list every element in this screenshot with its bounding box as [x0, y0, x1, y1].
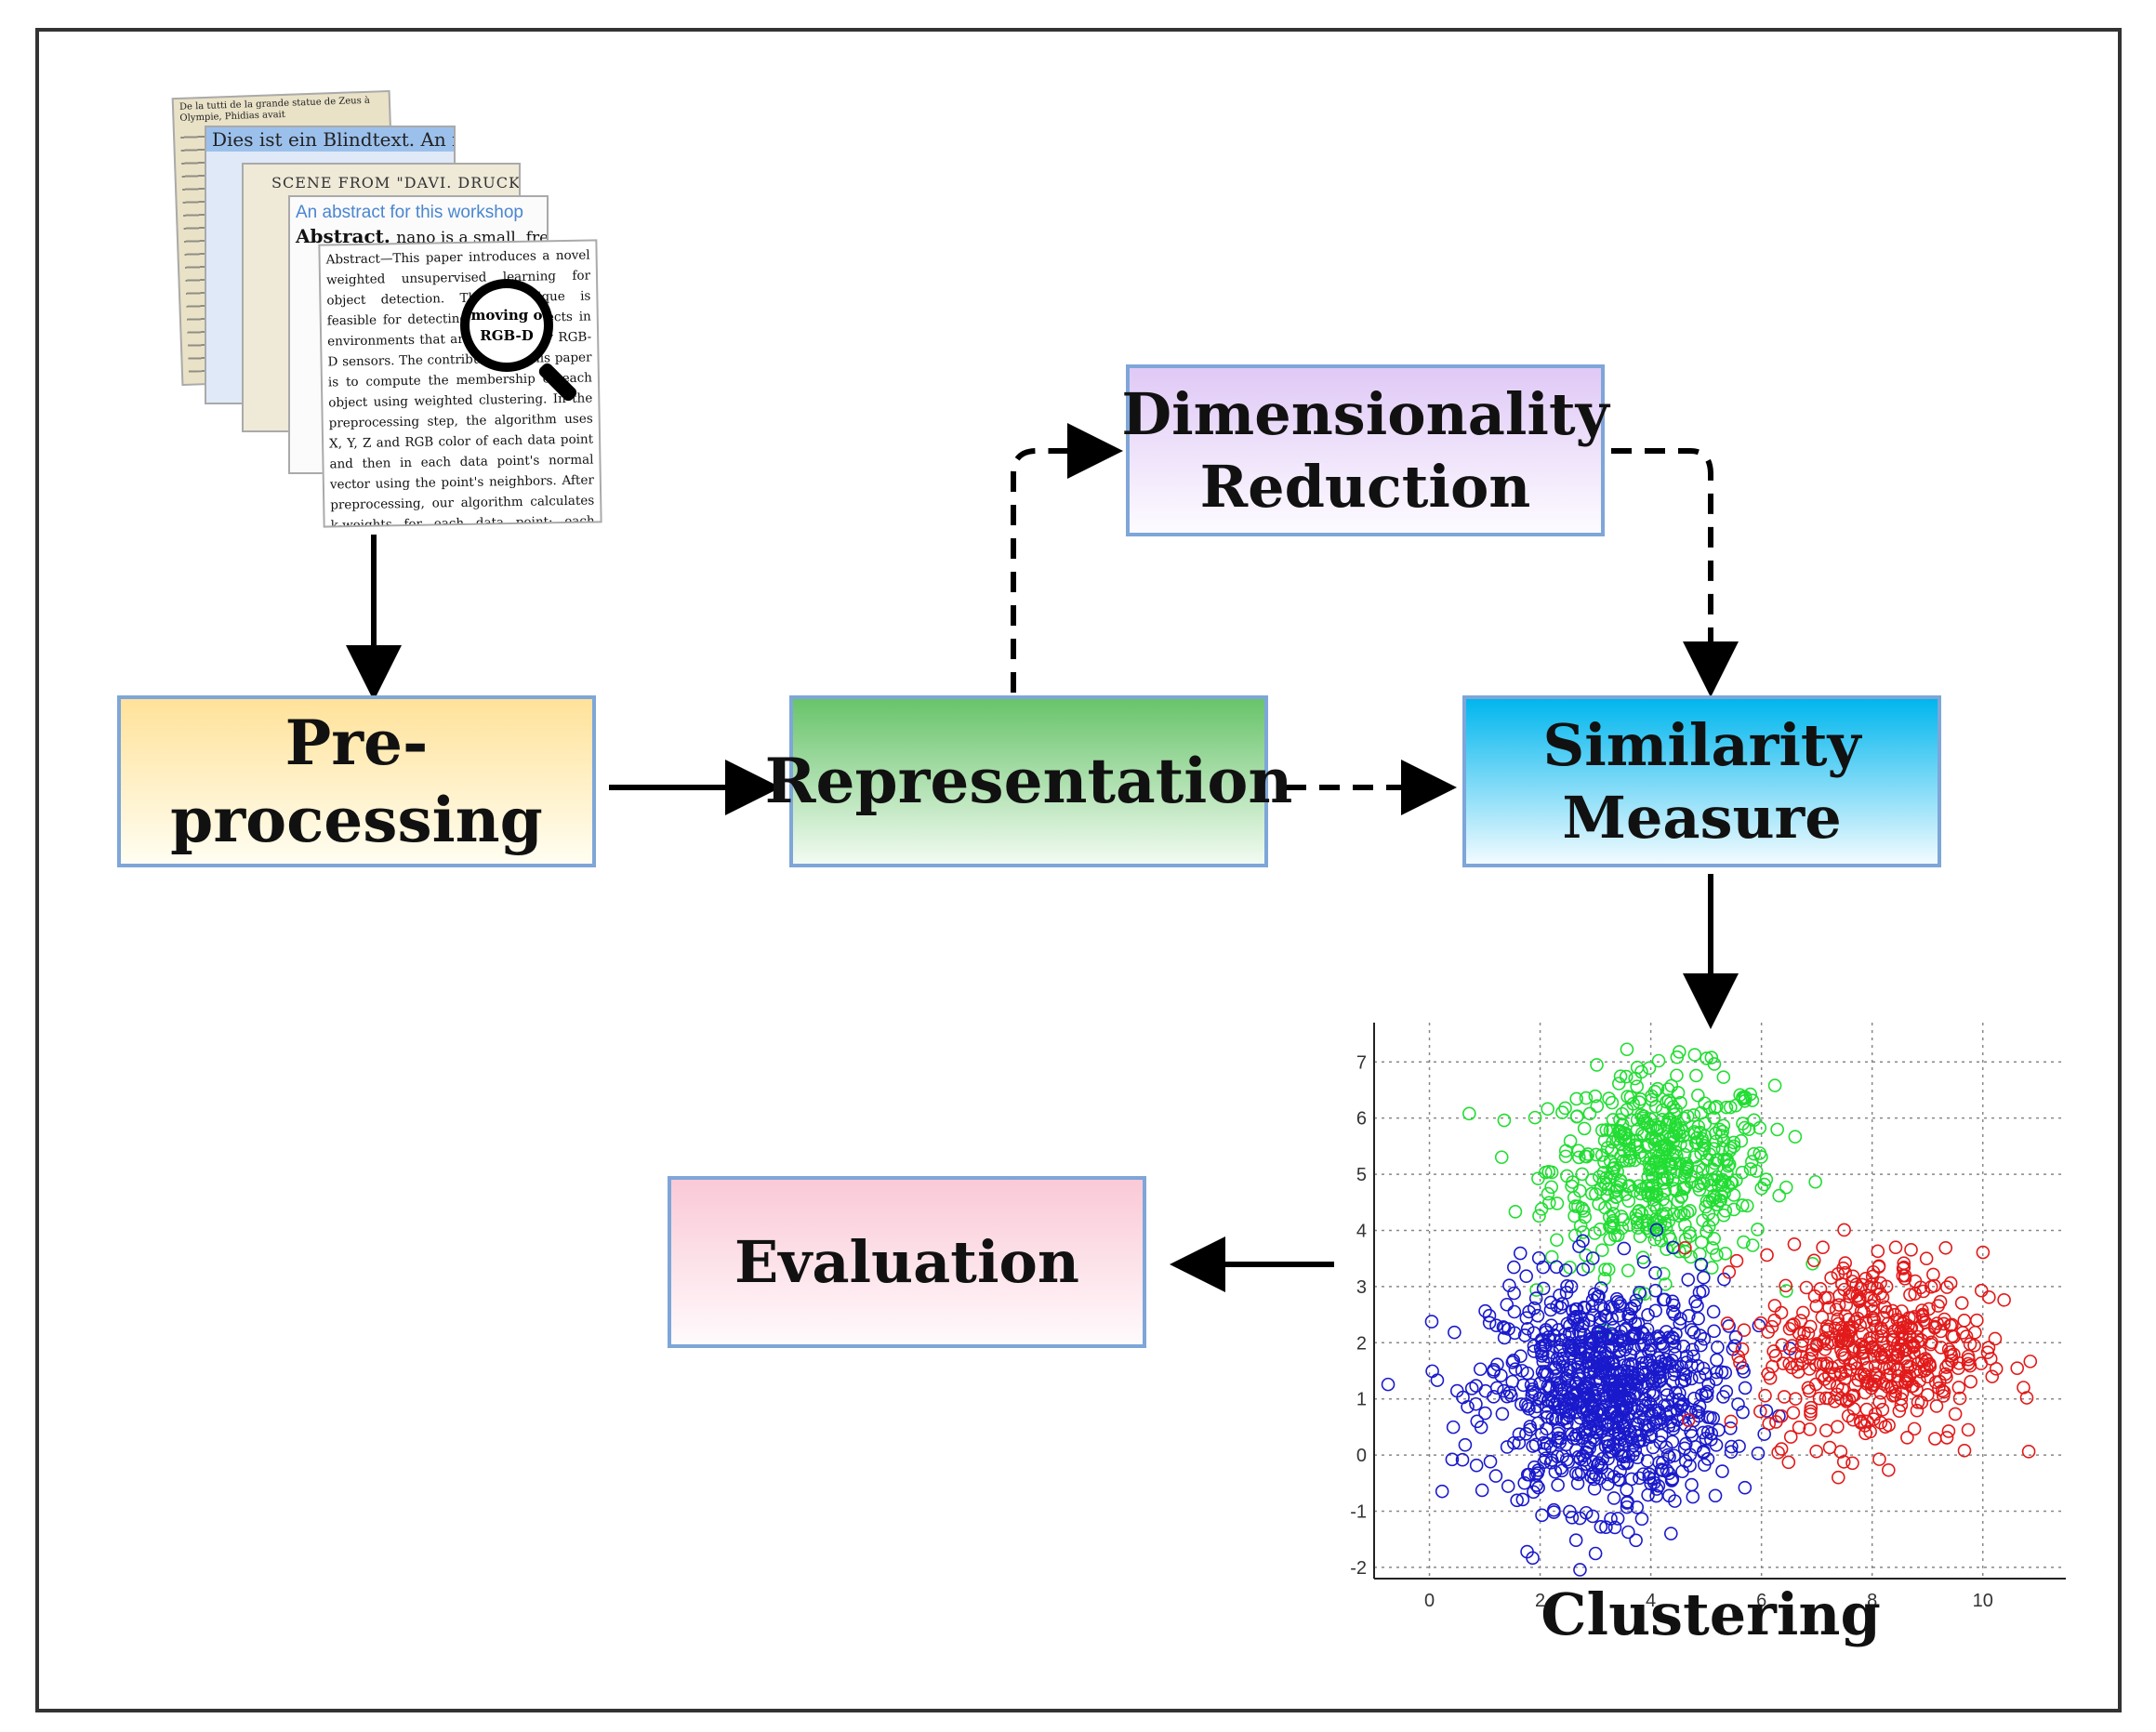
arrow-representation-to-dimensionality — [1011, 423, 1123, 693]
arrow-dimensionality-to-similarity — [1611, 448, 1739, 697]
document-stack: De la tutti de la grande statue de Zeus … — [167, 88, 614, 535]
magnifier-text-2: RGB-D — [480, 327, 534, 344]
preprocessing-box: Pre-processing — [117, 695, 596, 867]
magnifier-icon: moving o RGB-D — [460, 279, 600, 418]
representation-box: Representation — [765, 695, 1292, 867]
dimensionality-label-line2: Reduction — [1199, 452, 1531, 521]
doc4-title: An abstract for this workshop — [296, 203, 523, 222]
doc2-text: Dies ist ein Blindtext. An ihm lässt sic… — [206, 127, 454, 152]
dimensionality-reduction-box: Dimensionality Reduction — [1121, 364, 1609, 536]
magnifier-text-1: moving o — [470, 307, 543, 324]
doc3-header: SCENE FROM "DAVI. DRUCK" — [271, 174, 521, 192]
clustering-label: Clustering — [1541, 1580, 1881, 1648]
evaluation-box: Evaluation — [668, 1176, 1146, 1348]
similarity-label-line2: Measure — [1562, 783, 1842, 852]
representation-label: Representation — [764, 745, 1293, 818]
evaluation-label: Evaluation — [734, 1227, 1079, 1296]
dimensionality-label-line1: Dimensionality — [1121, 380, 1609, 448]
preprocessing-label: Pre-processing — [170, 707, 543, 856]
similarity-label-line1: Similarity — [1542, 711, 1861, 779]
similarity-measure-box: Similarity Measure — [1462, 695, 1941, 867]
